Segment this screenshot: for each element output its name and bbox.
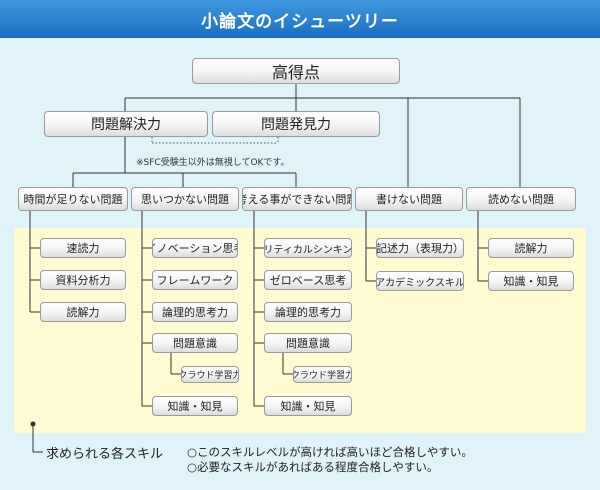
skill-cloud-learning: クラウド学習力 — [181, 366, 239, 383]
skill-problem-awareness: 問題意識 — [264, 333, 352, 353]
skill-zero-base-thinking: ゼロベース思考 — [264, 270, 352, 290]
skill-knowledge: 知識・知見 — [264, 396, 352, 416]
skill-problem-awareness: 問題意識 — [152, 333, 238, 353]
skill-critical-thinking: クリティカルシンキング — [264, 238, 352, 258]
category-read: 読めない問題 — [466, 187, 576, 211]
category-think: 考える事ができない問題 — [242, 187, 352, 211]
skill-reading-comprehension: 読解力 — [488, 238, 574, 258]
legend-line-required: ○必要なスキルがあればある程度合格しやすい。 — [187, 460, 439, 474]
skill-innovation-thinking: イノベーション思考 — [152, 238, 238, 258]
category-write: 書けない問題 — [355, 187, 463, 211]
skill-knowledge: 知識・知見 — [152, 396, 238, 416]
category-idea: 思いつかない問題 — [131, 187, 239, 211]
skill-logical-thinking: 論理的思考力 — [264, 302, 352, 322]
problem-solving-node: 問題解決力 — [44, 111, 208, 137]
problem-finding-node: 問題発見力 — [212, 111, 380, 137]
category-time: 時間が足りない問題 — [18, 187, 128, 211]
root-node: 高得点 — [192, 58, 400, 84]
skill-logical-thinking: 論理的思考力 — [152, 302, 238, 322]
legend-label: 求められる各スキル — [46, 447, 164, 462]
skill-academic: アカデミックスキル — [376, 271, 464, 291]
skill-reading-comprehension: 読解力 — [40, 302, 126, 322]
skill-framework: フレームワーク — [152, 270, 238, 290]
skill-data-analysis: 資料分析力 — [40, 270, 126, 290]
legend-line-high: ○このスキルレベルが高ければ高いほど合格しやすい。 — [187, 445, 473, 459]
skill-speed-reading: 速読力 — [40, 238, 126, 258]
skill-writing-expression: 記述力（表現力） — [376, 238, 464, 258]
sfc-note: ※SFC受験生以外は無視してOKです。 — [136, 158, 290, 168]
skill-knowledge: 知識・知見 — [488, 271, 574, 291]
page-title: 小論文のイシューツリー — [0, 0, 600, 38]
skill-cloud-learning: クラウド学習力 — [293, 366, 352, 383]
